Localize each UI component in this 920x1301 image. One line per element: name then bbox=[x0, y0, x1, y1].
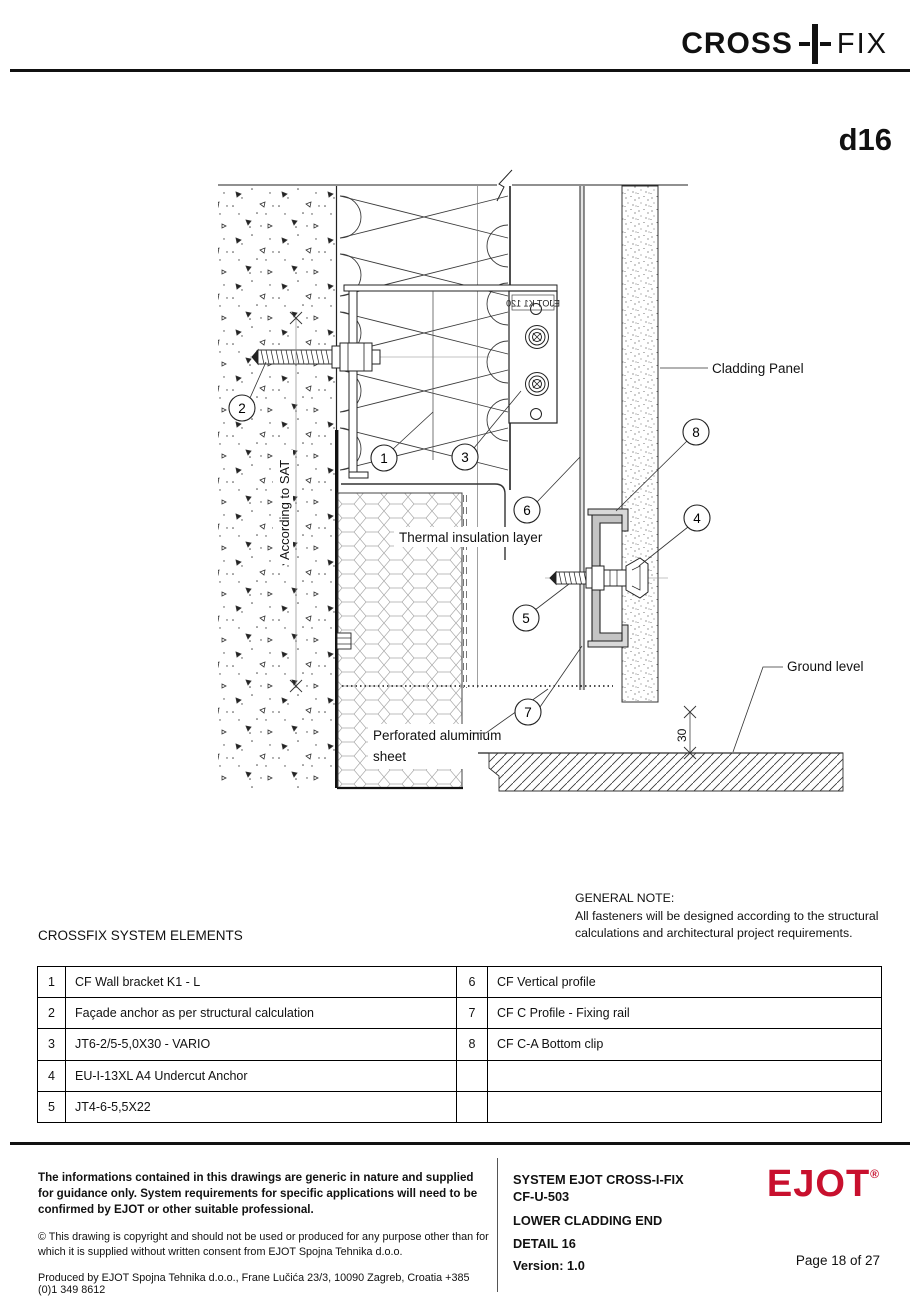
callout-6: 6 bbox=[513, 496, 541, 524]
wall-bracket bbox=[343, 284, 558, 479]
elements-table: 1 CF Wall bracket K1 - L 6 CF Vertical p… bbox=[37, 965, 882, 1123]
item-desc: CF Wall bracket K1 - L bbox=[65, 965, 457, 999]
general-note-line2: calculations and architectural project r… bbox=[575, 926, 853, 941]
callout-7: 7 bbox=[514, 698, 542, 726]
wall-membrane bbox=[335, 430, 339, 788]
undercut-anchor bbox=[603, 557, 649, 599]
elements-title: CROSSFIX SYSTEM ELEMENTS bbox=[38, 928, 243, 943]
item-desc bbox=[487, 1059, 882, 1092]
item-number: 1 bbox=[37, 965, 66, 999]
c-profile-rail bbox=[587, 508, 629, 648]
item-desc: CF C-A Bottom clip bbox=[487, 1028, 882, 1061]
general-note-line1: All fasteners will be designed according… bbox=[575, 908, 879, 923]
vertical-profile bbox=[579, 186, 585, 690]
drawing-title: LOWER CLADDING END bbox=[513, 1213, 663, 1228]
footer-disclaimer: The informations contained in this drawi… bbox=[38, 1171, 478, 1216]
footer-copyright: © This drawing is copyright and should n… bbox=[38, 1230, 489, 1258]
svg-text:4: 4 bbox=[693, 511, 701, 526]
item-number: 6 bbox=[456, 965, 488, 999]
callout-4: 4 bbox=[683, 504, 711, 532]
table-row: 1 CF Wall bracket K1 - L 6 CF Vertical p… bbox=[37, 965, 882, 999]
item-number: 2 bbox=[37, 997, 66, 1030]
cross-bar-icon bbox=[798, 24, 831, 64]
callouts: 1 2 3 4 5 6 7 8 bbox=[228, 394, 711, 726]
footer-divider bbox=[497, 1158, 498, 1292]
ejot-logo: EJOT® bbox=[767, 1163, 880, 1206]
ejot-logo-text: EJOT bbox=[766, 1163, 871, 1205]
crossfix-logo: CROSS FIX bbox=[681, 24, 888, 64]
item-number: 8 bbox=[456, 1028, 488, 1061]
item-number bbox=[456, 1090, 488, 1123]
dimension-sat: According to SAT bbox=[273, 311, 303, 693]
wall-base-fixing bbox=[336, 632, 352, 650]
svg-text:3: 3 bbox=[461, 450, 469, 465]
item-number bbox=[456, 1059, 488, 1092]
svg-text:7: 7 bbox=[524, 705, 532, 720]
callout-5: 5 bbox=[512, 604, 540, 632]
callout-2: 2 bbox=[228, 394, 256, 422]
footer-system-info: SYSTEM EJOT CROSS-I-FIX CF-U-503 LOWER C… bbox=[513, 1172, 684, 1273]
svg-text:5: 5 bbox=[522, 611, 530, 626]
cladding-panel-label: Cladding Panel bbox=[712, 361, 804, 376]
item-number: 7 bbox=[456, 997, 488, 1030]
drawing-labels: Cladding Panel Thermal insulation layer … bbox=[368, 361, 864, 769]
page-number: Page 18 of 27 bbox=[795, 1253, 880, 1268]
version-label: Version: 1.0 bbox=[513, 1258, 585, 1273]
table-row: 2 Façade anchor as per structural calcul… bbox=[37, 997, 882, 1030]
bracket-plate: EJOT K1 120 bbox=[506, 290, 560, 424]
bolt-lower bbox=[525, 372, 549, 396]
system-name: SYSTEM EJOT CROSS-I-FIX bbox=[513, 1172, 684, 1187]
perforated-sheet-label-2: sheet bbox=[373, 749, 406, 764]
perforated-sheet-bend bbox=[341, 483, 506, 688]
logo-fix-text: FIX bbox=[836, 27, 888, 60]
dimension-30: 30 bbox=[675, 705, 697, 760]
detail-number: DETAIL 16 bbox=[513, 1236, 576, 1251]
item-number: 3 bbox=[37, 1028, 66, 1061]
according-sat-label: According to SAT bbox=[277, 460, 292, 560]
general-note: GENERAL NOTE: All fasteners will be desi… bbox=[575, 890, 885, 943]
svg-text:2: 2 bbox=[238, 401, 246, 416]
svg-text:1: 1 bbox=[380, 451, 388, 466]
ground bbox=[478, 752, 844, 792]
svg-text:8: 8 bbox=[692, 425, 700, 440]
svg-text:6: 6 bbox=[523, 503, 531, 518]
item-number: 5 bbox=[37, 1090, 66, 1123]
bolt-upper bbox=[525, 325, 549, 349]
item-desc: JT6-2/5-5,0X30 - VARIO bbox=[65, 1028, 457, 1061]
item-desc: CF Vertical profile bbox=[487, 965, 882, 999]
drawing-top-edge bbox=[218, 169, 688, 202]
registered-mark: ® bbox=[870, 1167, 880, 1181]
bracket-stamp-text: EJOT K1 120 bbox=[506, 299, 560, 309]
cladding-panel bbox=[621, 185, 659, 703]
break-mark bbox=[496, 169, 513, 202]
item-number: 4 bbox=[37, 1059, 66, 1092]
item-desc: Façade anchor as per structural calculat… bbox=[65, 997, 457, 1030]
ground-level-label: Ground level bbox=[787, 659, 864, 674]
ground-hatch bbox=[488, 752, 844, 792]
general-note-title: GENERAL NOTE: bbox=[575, 891, 675, 905]
technical-drawing: EJOT K1 120 bbox=[218, 169, 864, 792]
table-row: 5 JT4-6-5,5X22 bbox=[37, 1090, 882, 1123]
table-row: 3 JT6-2/5-5,0X30 - VARIO 8 CF C-A Bottom… bbox=[37, 1028, 882, 1061]
item-desc: JT4-6-5,5X22 bbox=[65, 1090, 457, 1123]
footer-legal: The informations contained in this drawi… bbox=[38, 1170, 490, 1296]
system-code: CF-U-503 bbox=[513, 1189, 570, 1204]
facade-anchor-screw bbox=[250, 342, 490, 372]
callout-8: 8 bbox=[682, 418, 710, 446]
detail-code: d16 bbox=[838, 122, 892, 157]
dim-30-label: 30 bbox=[675, 728, 689, 742]
item-desc: EU-I-13XL A4 Undercut Anchor bbox=[65, 1059, 457, 1092]
thermal-insulation-label: Thermal insulation layer bbox=[399, 530, 543, 545]
logo-cross-text: CROSS bbox=[681, 27, 793, 60]
callout-3: 3 bbox=[451, 443, 479, 471]
item-desc: CF C Profile - Fixing rail bbox=[487, 997, 882, 1030]
callout-1: 1 bbox=[370, 444, 398, 472]
table-row: 4 EU-I-13XL A4 Undercut Anchor bbox=[37, 1059, 882, 1092]
footer-produced-by: Produced by EJOT Spojna Tehnika d.o.o., … bbox=[38, 1271, 470, 1296]
footer-rule bbox=[10, 1142, 910, 1145]
item-desc bbox=[487, 1090, 882, 1123]
perforated-sheet-label-1: Perforated aluminium bbox=[373, 728, 501, 743]
header-rule bbox=[10, 69, 910, 72]
